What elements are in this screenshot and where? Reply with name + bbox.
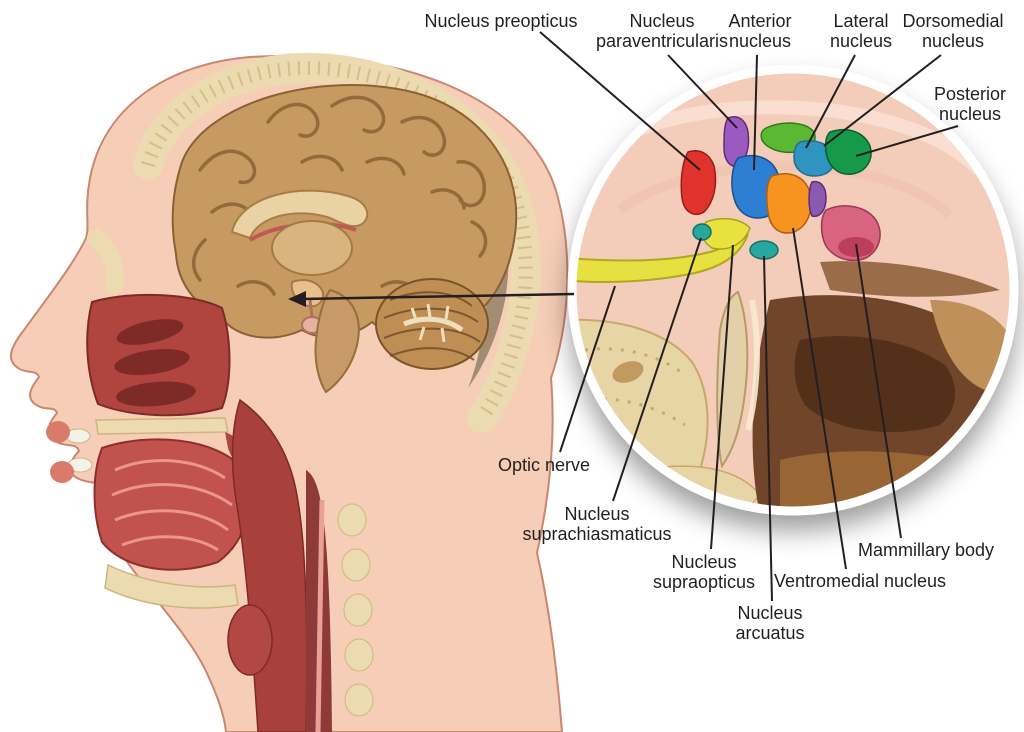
ventromedial-nucleus-shape (766, 172, 812, 234)
pharynx-throat (231, 398, 308, 732)
label-nucleus-preopticus: Nucleus preopticus (424, 11, 578, 31)
sinus-hole (612, 361, 644, 383)
leader-lateral (805, 54, 856, 149)
hard-palate (95, 417, 229, 435)
brainstem (314, 288, 360, 394)
tongue-striations (111, 459, 233, 552)
leader-ventromedial (792, 227, 847, 570)
nucleus-preopticus-shape (680, 150, 717, 216)
leader-posterior (855, 125, 959, 157)
jaw-bone (104, 563, 239, 609)
label-lateral-nucleus: Lateral nucleus (829, 11, 893, 51)
head-cross-section (9, 52, 569, 732)
pituitary-stalk (308, 299, 314, 318)
vertebrae (337, 503, 374, 717)
label-anterior-nucleus: Anterior nucleus (728, 11, 792, 51)
brow-bone (87, 229, 124, 295)
infundibulum-stalk (716, 290, 749, 469)
crus-cerebri (930, 300, 1013, 390)
thalamus (271, 220, 353, 276)
midbrain-dark (794, 336, 956, 433)
leader-optic-nerve (559, 285, 616, 453)
bone-speckles (579, 347, 686, 480)
larynx (227, 604, 273, 676)
leader-preopticus (539, 31, 701, 171)
label-optic-nerve: Optic nerve (497, 455, 591, 475)
leader-arcuatus (763, 255, 773, 602)
label-posterior-nucleus: Posterior nucleus (933, 84, 1007, 124)
tongue (93, 438, 250, 571)
stalk-highlight (745, 299, 760, 431)
arrowhead (288, 291, 306, 307)
spinal-canal (315, 499, 325, 732)
corpus-callosum (230, 189, 369, 240)
inset-rim (567, 64, 1019, 516)
brown-streak (820, 261, 1000, 297)
pons-light-band (780, 451, 990, 511)
posterior-purple-sliver (808, 180, 827, 218)
nucleus-suprachiasmaticus-shape (692, 223, 712, 241)
inset-content (572, 69, 1014, 511)
leader-supraopticus (710, 244, 734, 550)
label-mammillary-body: Mammillary body (857, 540, 995, 560)
label-nucleus-supraopticus: Nucleus supraopticus (652, 552, 756, 592)
label-ventromedial-nucleus: Ventromedial nucleus (773, 571, 947, 591)
leader-paraventricularis (667, 54, 738, 129)
optic-nerve-shape (572, 233, 749, 283)
leader-lines (539, 31, 959, 602)
upper-lip (46, 421, 70, 443)
nasal-conchae (114, 319, 196, 407)
leader-anterior (753, 54, 758, 171)
label-dorsomedial-nucleus: Dorsomedial nucleus (902, 11, 1004, 51)
leader-dorsomedial (823, 54, 942, 147)
inset-shading-arc (617, 160, 954, 219)
lower-lip (50, 461, 74, 483)
label-nucleus-suprachiasmaticus: Nucleus suprachiasmaticus (522, 504, 672, 544)
pointer-arrow (288, 291, 575, 307)
leader-suprachiasmaticus (612, 237, 702, 502)
brain-gyri (192, 95, 488, 298)
label-nucleus-paraventricularis: Nucleus paraventricularis (595, 11, 729, 51)
leader-mammillary (855, 243, 902, 539)
label-nucleus-arcuatus: Nucleus arcuatus (735, 603, 805, 643)
cerebellum (375, 278, 489, 370)
